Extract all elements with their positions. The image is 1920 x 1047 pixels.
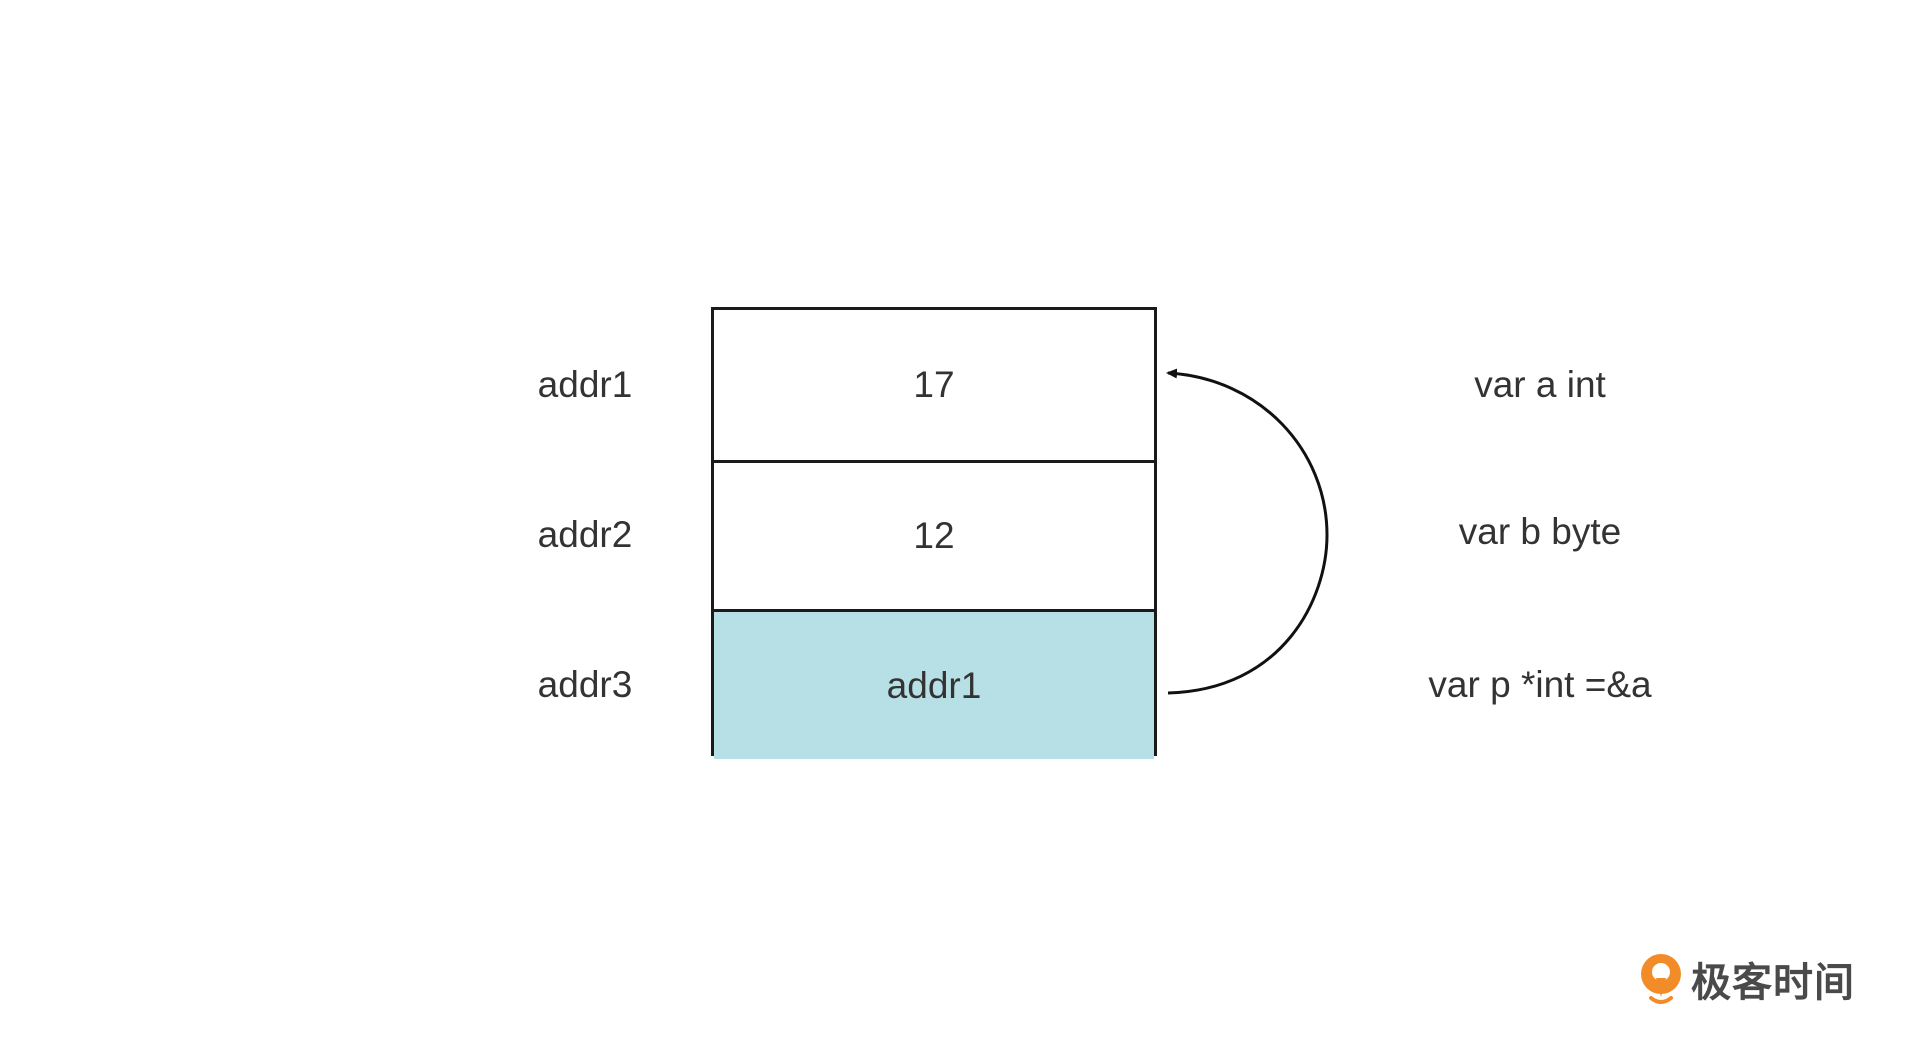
declaration-a: var a int bbox=[1474, 364, 1606, 405]
pointer-arrow-curve bbox=[1166, 368, 1329, 695]
address-label-addr1: addr1 bbox=[537, 364, 633, 405]
address-label-addr2: addr2 bbox=[537, 514, 633, 555]
brand-logo: 极客时间 bbox=[1637, 950, 1855, 1008]
geektime-logo-icon bbox=[1641, 954, 1681, 1004]
logo-text: 极客时间 bbox=[1691, 960, 1855, 1006]
memory-cell-p: addr1 bbox=[714, 609, 1154, 760]
memory-block: 17 12 addr1 bbox=[711, 307, 1157, 760]
memory-cell-a: 17 bbox=[714, 310, 1154, 460]
cell-value: 12 bbox=[913, 515, 955, 557]
cell-value: 17 bbox=[913, 363, 955, 405]
memory-cell-b: 12 bbox=[714, 459, 1154, 610]
address-label-addr3: addr3 bbox=[537, 664, 633, 705]
declaration-b: var b byte bbox=[1458, 511, 1622, 552]
declaration-p: var p *int =&a bbox=[1428, 664, 1652, 705]
cell-value: addr1 bbox=[886, 664, 982, 706]
